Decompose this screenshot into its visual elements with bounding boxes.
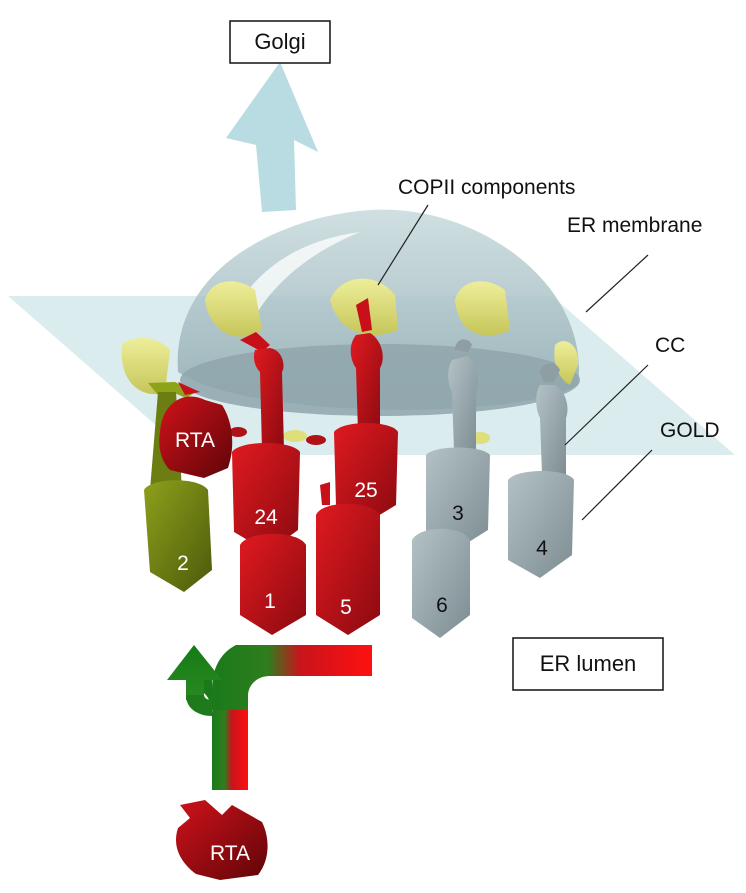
protein-24-stalk (253, 348, 284, 450)
rta-top-tail (178, 382, 200, 395)
protein-3-stalk (448, 356, 478, 452)
copii-cap (121, 338, 170, 395)
red-dot (306, 435, 326, 445)
protein-25-stalk (350, 333, 383, 432)
er-lumen-box (512, 637, 664, 691)
protein-6-label: 6 (436, 594, 448, 617)
rta-bottom (176, 800, 268, 880)
cc-label: CC (655, 334, 685, 357)
golgi-label: Golgi (254, 29, 305, 54)
copii-label: COPII components (398, 176, 575, 199)
protein-1-label: 1 (264, 590, 276, 613)
golgi-arrow-icon (226, 62, 318, 212)
cc-callout-line (564, 364, 649, 446)
protein-2-label: 2 (177, 552, 189, 575)
dome-highlight (228, 232, 360, 330)
rta-top-label: RTA (175, 429, 215, 452)
er-lumen-label: ER lumen (540, 651, 637, 676)
protein-3 (426, 447, 490, 550)
protein-1 (240, 533, 306, 635)
protein-2 (144, 480, 212, 592)
protein-4-label: 4 (536, 537, 548, 560)
protein-5-label: 5 (340, 596, 352, 619)
sorting-fork-arrow-icon (167, 645, 372, 790)
golgi-box (229, 20, 331, 64)
er-membrane-callout-line (585, 254, 649, 313)
protein-4-stalk (536, 385, 568, 475)
protein-4-tail (540, 363, 560, 382)
copii-cap (455, 281, 510, 336)
gold-callout-line (581, 449, 653, 521)
rta-bottom-label: RTA (210, 842, 250, 865)
red-dot (229, 427, 247, 437)
protein-25 (334, 423, 398, 522)
protein-4 (508, 471, 574, 578)
protein-3-label: 3 (452, 502, 464, 525)
protein-3-tail (455, 339, 472, 352)
protein-6 (412, 528, 470, 638)
copii-callout-line (377, 204, 429, 286)
protein-5-tail (320, 482, 330, 505)
er-membrane-label: ER membrane (567, 214, 702, 237)
protein-5 (316, 503, 380, 635)
rta-top (159, 396, 233, 478)
protein-24-label: 24 (254, 506, 278, 529)
protein-25-label: 25 (354, 479, 377, 502)
copii-cap (554, 341, 579, 385)
copii-cap (205, 281, 262, 337)
protein-24 (232, 443, 300, 552)
protein-24-tail (240, 332, 270, 352)
gold-label: GOLD (660, 419, 720, 442)
copii-small (283, 430, 307, 442)
protein-25-tail (356, 298, 372, 332)
